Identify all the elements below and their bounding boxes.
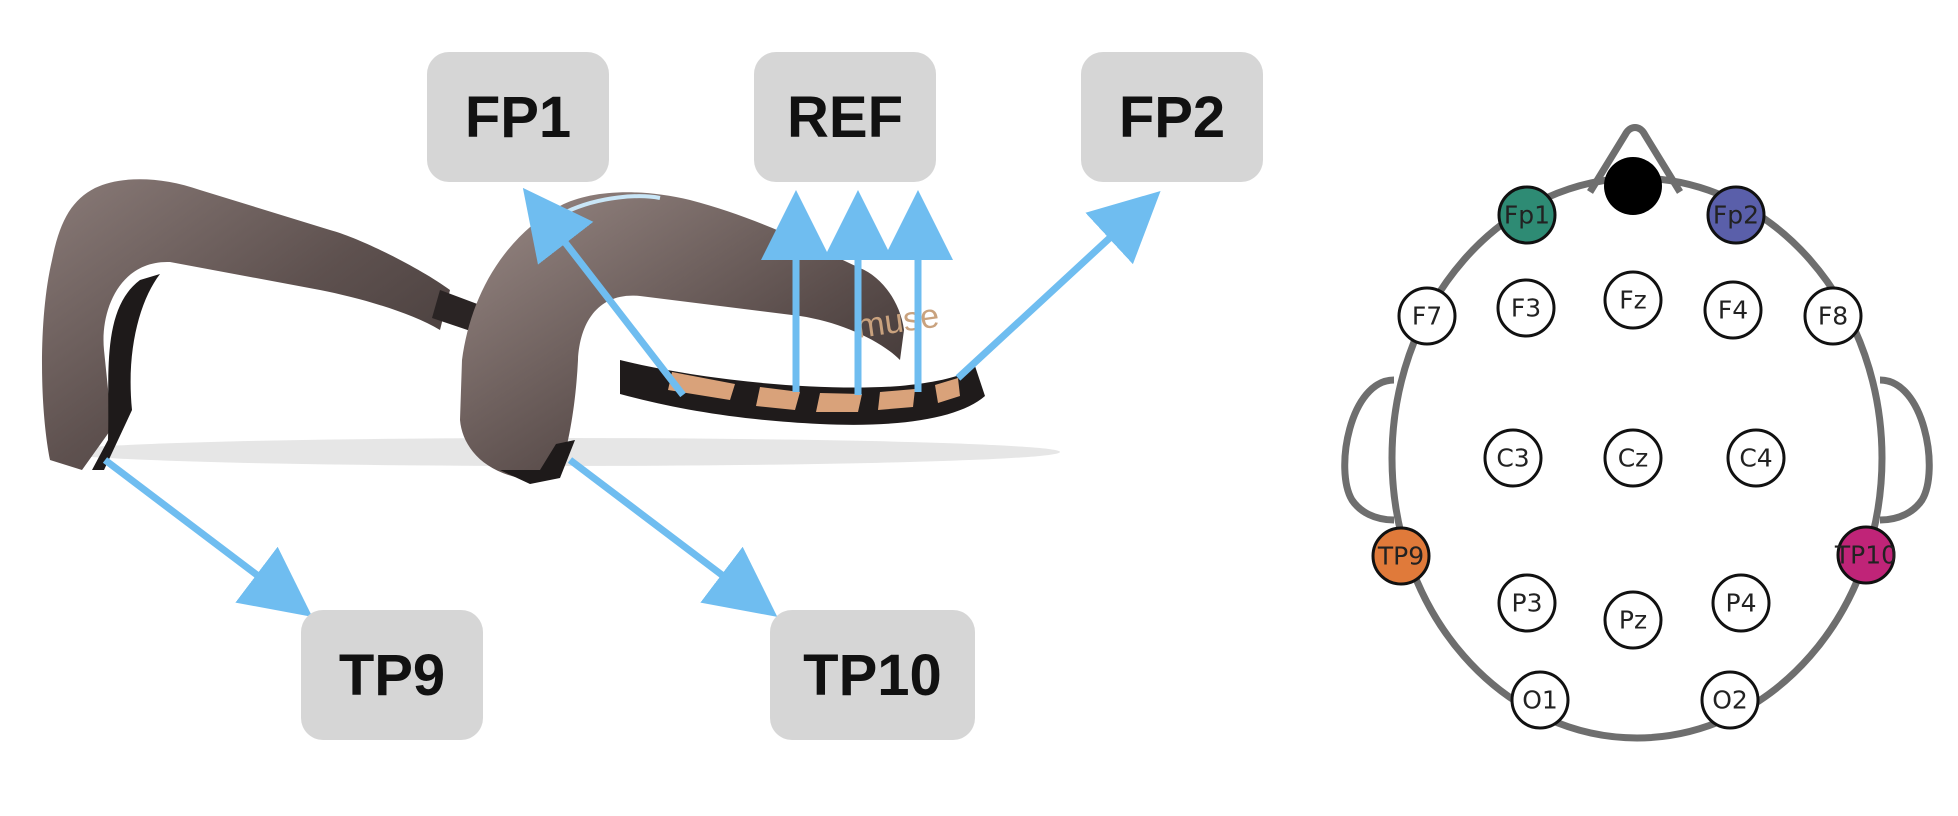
electrode-pz: Pz [1603,590,1663,650]
electrode-tp10: TP10 [1834,525,1897,585]
front-band [620,360,985,425]
electrode-f4: F4 [1703,280,1763,340]
ref-electrode [1604,157,1662,215]
electrode-p3-circle [1497,573,1557,633]
left-earpiece [42,179,450,470]
electrode-p4: P4 [1711,573,1771,633]
arrow-tp9 [102,457,313,617]
electrode-tp10-label: TP10 [1834,541,1897,570]
electrode-tp10-circle [1836,525,1896,585]
electrode-cz-label: Cz [1618,444,1649,473]
head-right-ear [1879,376,1933,524]
electrode-o2-circle [1700,670,1760,730]
electrode-tp9-circle [1371,526,1431,586]
electrode-f8-label: F8 [1818,302,1848,331]
label-tp9: TP9 [301,610,483,740]
electrode-fp2-circle [1706,185,1766,245]
electrode-c3-circle [1483,428,1543,488]
electrode-c4-circle [1726,428,1786,488]
electrode-f4-label: F4 [1718,296,1748,325]
electrode-c3: C3 [1483,428,1543,488]
electrode-p3-label: P3 [1512,589,1543,618]
pointer-arrows [102,187,1161,617]
electrode-pz-label: Pz [1619,606,1647,635]
electrode-o2: O2 [1700,670,1760,730]
electrode-fp1-circle [1497,185,1557,245]
head-nose [1587,124,1683,194]
electrode-cz: Cz [1603,428,1663,488]
left-earpiece-inner [92,274,160,470]
right-earpiece [460,192,904,479]
electrode-fp1: Fp1 [1497,185,1557,245]
electrode-f3-circle [1496,278,1556,338]
label-fp1: FP1 [427,52,609,182]
electrode-f3: F3 [1496,278,1556,338]
label-fp2-text: FP2 [1118,84,1226,150]
electrode-fp2-label: Fp2 [1713,201,1759,230]
electrode-c4-label: C4 [1739,444,1772,473]
electrode-p4-circle [1711,573,1771,633]
label-fp2: FP2 [1081,52,1263,182]
electrode-tp9-label: TP9 [1377,542,1424,571]
electrode-fz: Fz [1603,270,1663,330]
electrode-fp2: Fp2 [1706,185,1766,245]
electrode-o2-label: O2 [1712,686,1748,715]
label-ref-text: REF [787,84,903,150]
copper-sensors [668,372,960,412]
electrode-cz-circle [1603,428,1663,488]
electrode-f8: F8 [1803,286,1863,346]
arrow-tp10 [567,457,778,617]
electrode-pz-circle [1603,590,1663,650]
electrode-f4-circle [1703,280,1763,340]
electrode-o1: O1 [1510,670,1570,730]
electrode-fp1-label: Fp1 [1504,201,1550,230]
label-tp10: TP10 [770,610,975,740]
electrode-fz-circle [1603,270,1663,330]
electrode-f7-circle [1397,286,1457,346]
electrode-f7-label: F7 [1412,302,1442,331]
electrode-o1-label: O1 [1522,686,1558,715]
label-fp1-text: FP1 [464,84,572,150]
electrode-c3-label: C3 [1496,444,1529,473]
electrode-p3: P3 [1497,573,1557,633]
electrode-f3-label: F3 [1511,294,1541,323]
label-tp9-text: TP9 [338,642,446,708]
electrode-c4: C4 [1726,428,1786,488]
electrode-tp9: TP9 [1371,526,1431,586]
electrode-p4-label: P4 [1726,589,1757,618]
arrow-fp2 [955,191,1161,381]
head-left-ear [1341,376,1395,524]
electrode-o1-circle [1510,670,1570,730]
right-earpiece-hook [500,440,575,484]
electrode-fz-label: Fz [1619,286,1647,315]
electrode-f7: F7 [1397,286,1457,346]
electrode-f8-circle [1803,286,1863,346]
arrow-fp1 [522,187,686,398]
label-ref: REF [754,52,936,182]
label-tp10-text: TP10 [803,642,942,708]
